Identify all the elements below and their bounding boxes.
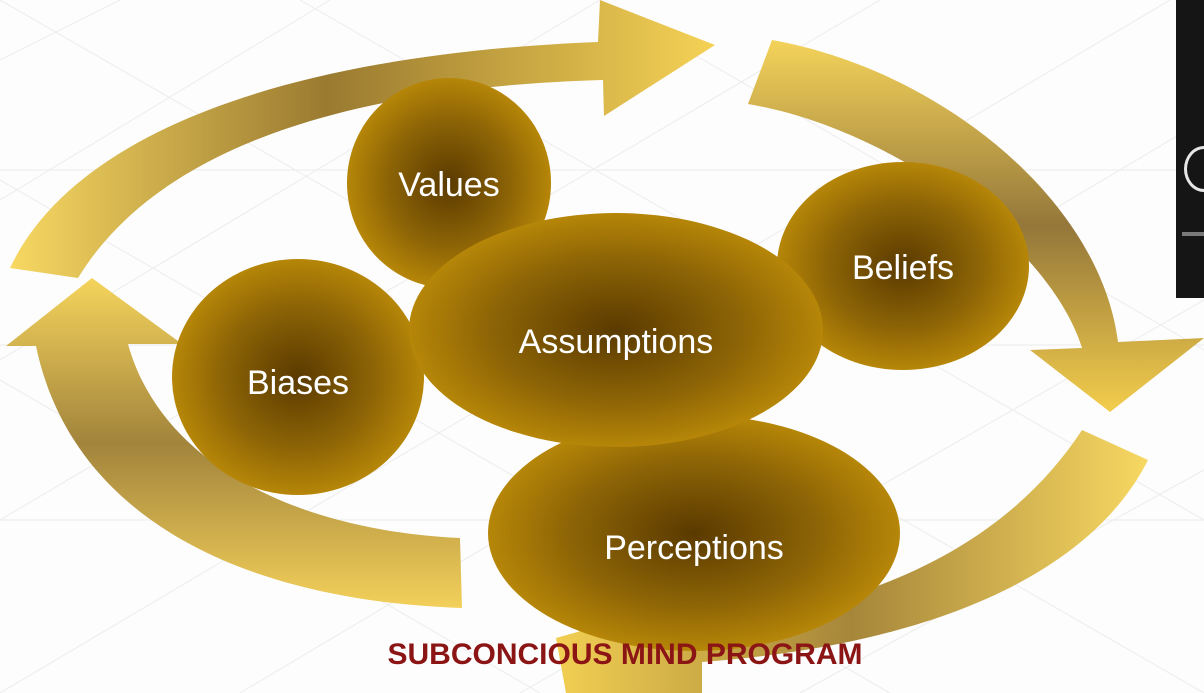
cropped-photo bbox=[1176, 0, 1204, 298]
arrow-left bbox=[6, 278, 462, 608]
node-beliefs-label: Beliefs bbox=[852, 249, 954, 287]
node-biases: Biases bbox=[172, 259, 424, 495]
arrow-top bbox=[10, 0, 715, 278]
node-assumptions-label: Assumptions bbox=[519, 323, 714, 361]
node-beliefs: Beliefs bbox=[777, 162, 1029, 370]
arrow-right bbox=[748, 40, 1204, 412]
ring-shape bbox=[1184, 146, 1204, 192]
node-perceptions: Perceptions bbox=[488, 415, 900, 651]
node-perceptions-label: Perceptions bbox=[604, 529, 784, 567]
node-biases-label: Biases bbox=[247, 364, 349, 402]
bar-shape bbox=[1182, 232, 1204, 236]
node-values-label: Values bbox=[398, 166, 499, 204]
node-assumptions: Assumptions bbox=[409, 213, 823, 447]
diagram-caption: SUBCONCIOUS MIND PROGRAM bbox=[387, 638, 862, 671]
